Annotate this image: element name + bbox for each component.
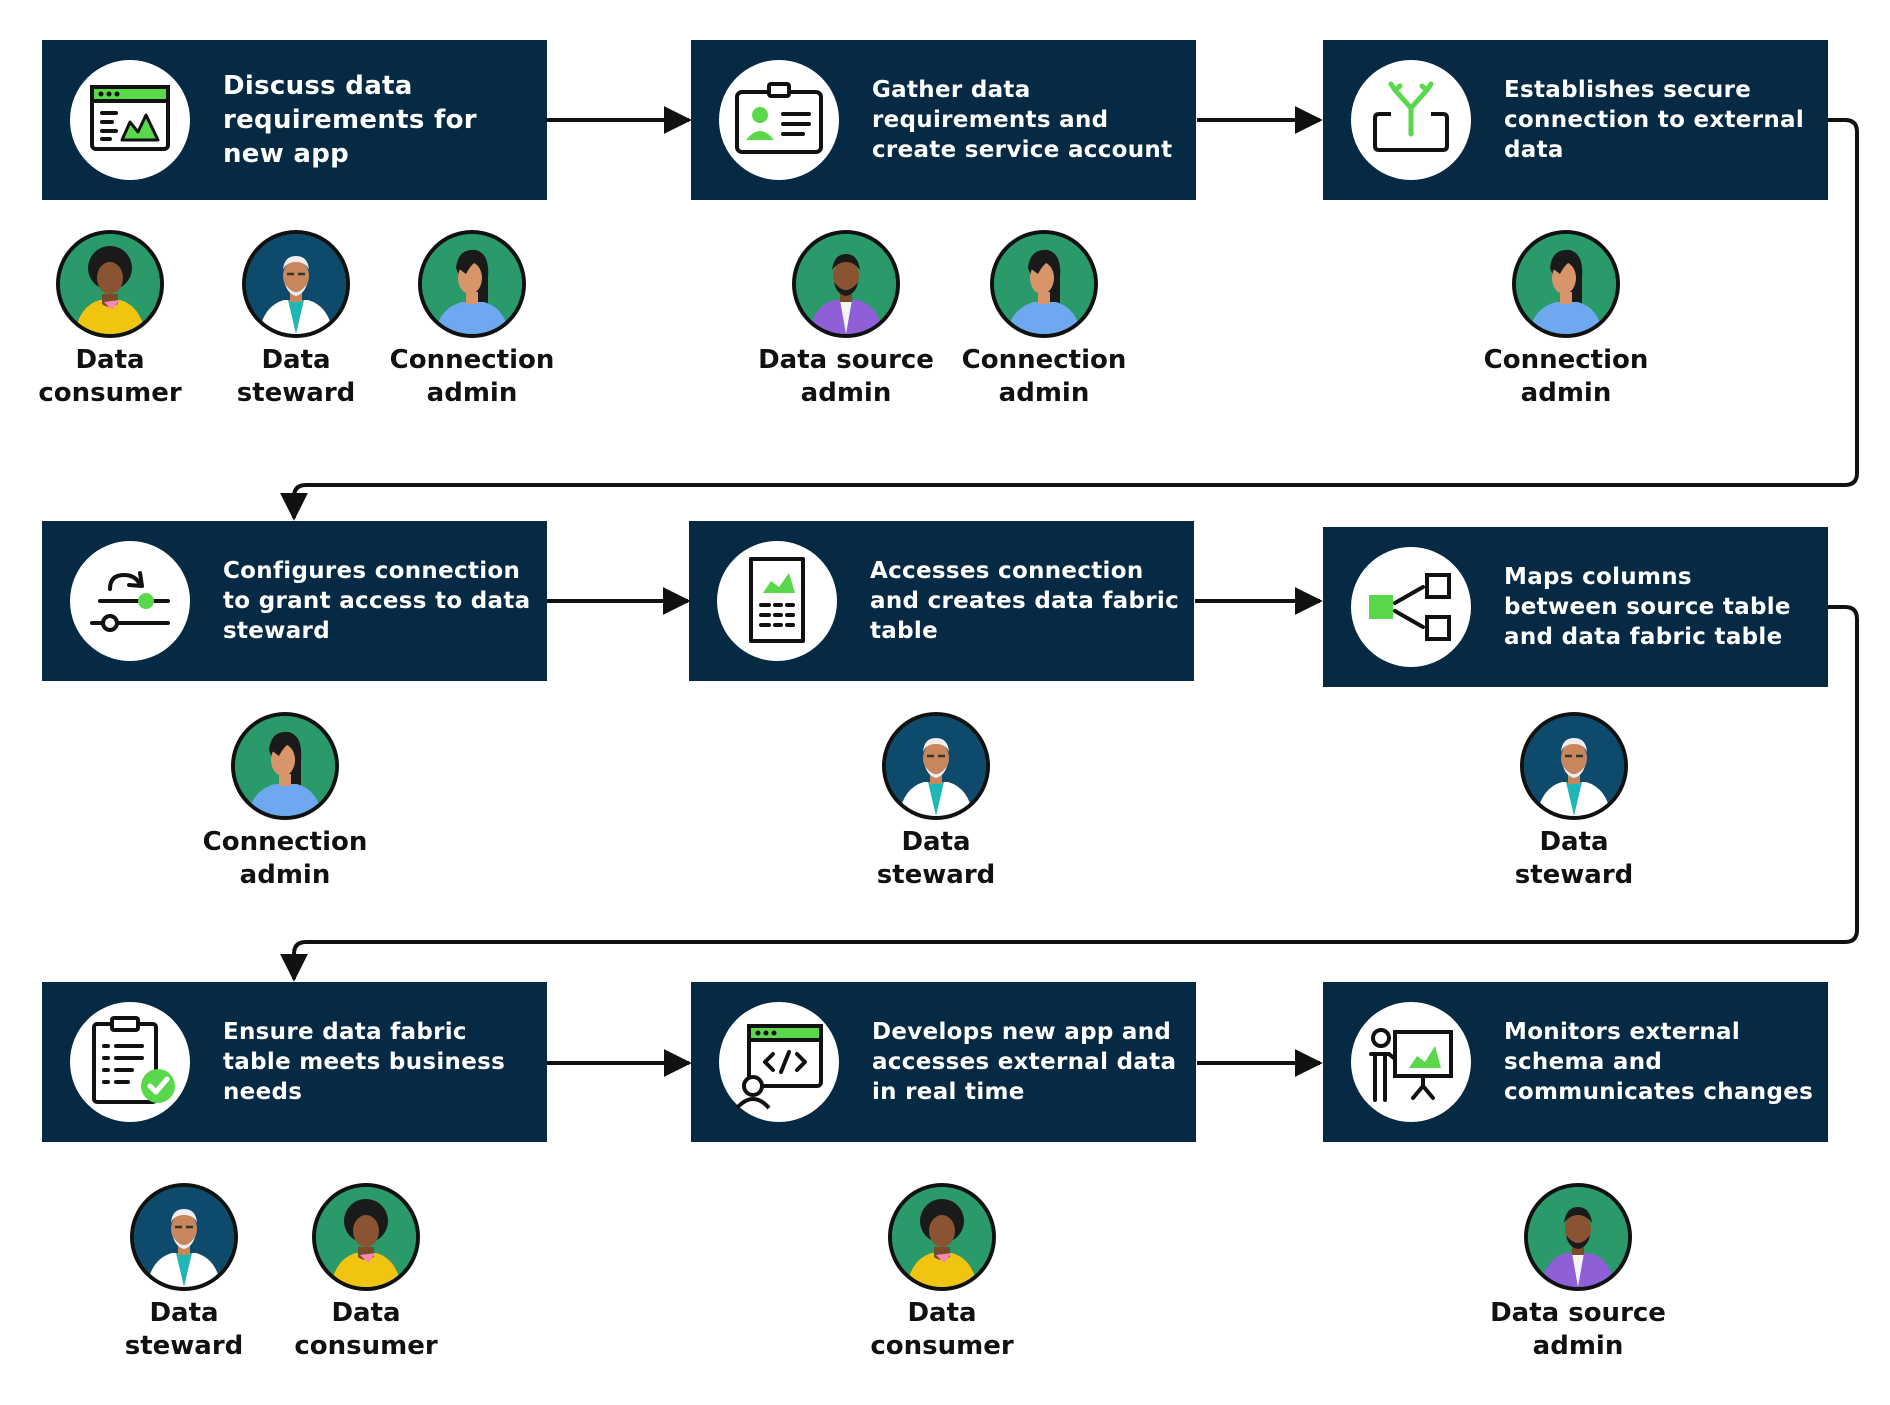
step-label: Gather data requirements and create serv…	[872, 77, 1173, 163]
avatar	[1524, 1183, 1632, 1291]
step-monitor-schema: Monitors external schema and communicate…	[1323, 982, 1828, 1142]
avatar	[888, 1183, 996, 1291]
step-ensure-table: Ensure data fabric table meets business …	[42, 982, 547, 1142]
step-label: Accesses connection and creates data fab…	[870, 558, 1180, 644]
data-source-admin-avatar-icon	[1528, 1187, 1628, 1287]
step-configure-connection: Configures connection to grant access to…	[42, 521, 547, 681]
avatar	[242, 230, 350, 338]
column-mapping-icon	[1351, 547, 1471, 667]
step-label: Establishes secure connection to externa…	[1504, 77, 1805, 163]
connection-split-icon	[1351, 60, 1471, 180]
step-label: Configures connection to grant access to…	[223, 558, 531, 644]
avatar	[990, 230, 1098, 338]
connection-admin-avatar-icon	[235, 716, 335, 816]
avatar	[882, 712, 990, 820]
step-label: Discuss data requirements for new app	[223, 71, 477, 169]
arrow-step3-step4	[280, 118, 1859, 521]
dashboard-window-icon	[70, 60, 190, 180]
data-consumer-avatar-icon	[892, 1187, 992, 1287]
code-window-user-icon	[719, 1002, 839, 1122]
avatar	[1512, 230, 1620, 338]
avatar	[1520, 712, 1628, 820]
step-access-connection: Accesses connection and creates data fab…	[689, 521, 1194, 681]
data-steward-avatar-icon	[246, 234, 346, 334]
settings-sliders-icon	[70, 541, 190, 661]
step-discuss-requirements: Discuss data requirements for new app	[42, 40, 547, 200]
connection-admin-avatar-icon	[1516, 234, 1616, 334]
avatar	[130, 1183, 238, 1291]
step-gather-requirements: Gather data requirements and create serv…	[691, 40, 1196, 200]
avatar	[418, 230, 526, 338]
id-badge-icon	[719, 60, 839, 180]
presentation-icon	[1351, 1002, 1471, 1122]
connection-admin-avatar-icon	[422, 234, 522, 334]
data-consumer-avatar-icon	[60, 234, 160, 334]
step-label: Monitors external schema and communicate…	[1504, 1019, 1814, 1105]
avatar	[792, 230, 900, 338]
data-steward-avatar-icon	[1524, 716, 1624, 816]
data-source-admin-avatar-icon	[796, 234, 896, 334]
spreadsheet-document-icon	[717, 541, 837, 661]
data-consumer-avatar-icon	[316, 1187, 416, 1287]
step-label: Maps columns between source table and da…	[1504, 564, 1791, 650]
avatar	[231, 712, 339, 820]
step-map-columns: Maps columns between source table and da…	[1323, 527, 1828, 687]
step-label: Develops new app and accesses external d…	[872, 1019, 1177, 1105]
step-develop-app: Develops new app and accesses external d…	[691, 982, 1196, 1142]
clipboard-check-icon	[70, 1002, 190, 1122]
step-establish-connection: Establishes secure connection to externa…	[1323, 40, 1828, 200]
step-label: Ensure data fabric table meets business …	[223, 1019, 506, 1105]
connection-admin-avatar-icon	[994, 234, 1094, 334]
data-steward-avatar-icon	[134, 1187, 234, 1287]
arrow-step6-step7	[280, 605, 1859, 982]
avatar	[56, 230, 164, 338]
data-steward-avatar-icon	[886, 716, 986, 816]
avatar	[312, 1183, 420, 1291]
